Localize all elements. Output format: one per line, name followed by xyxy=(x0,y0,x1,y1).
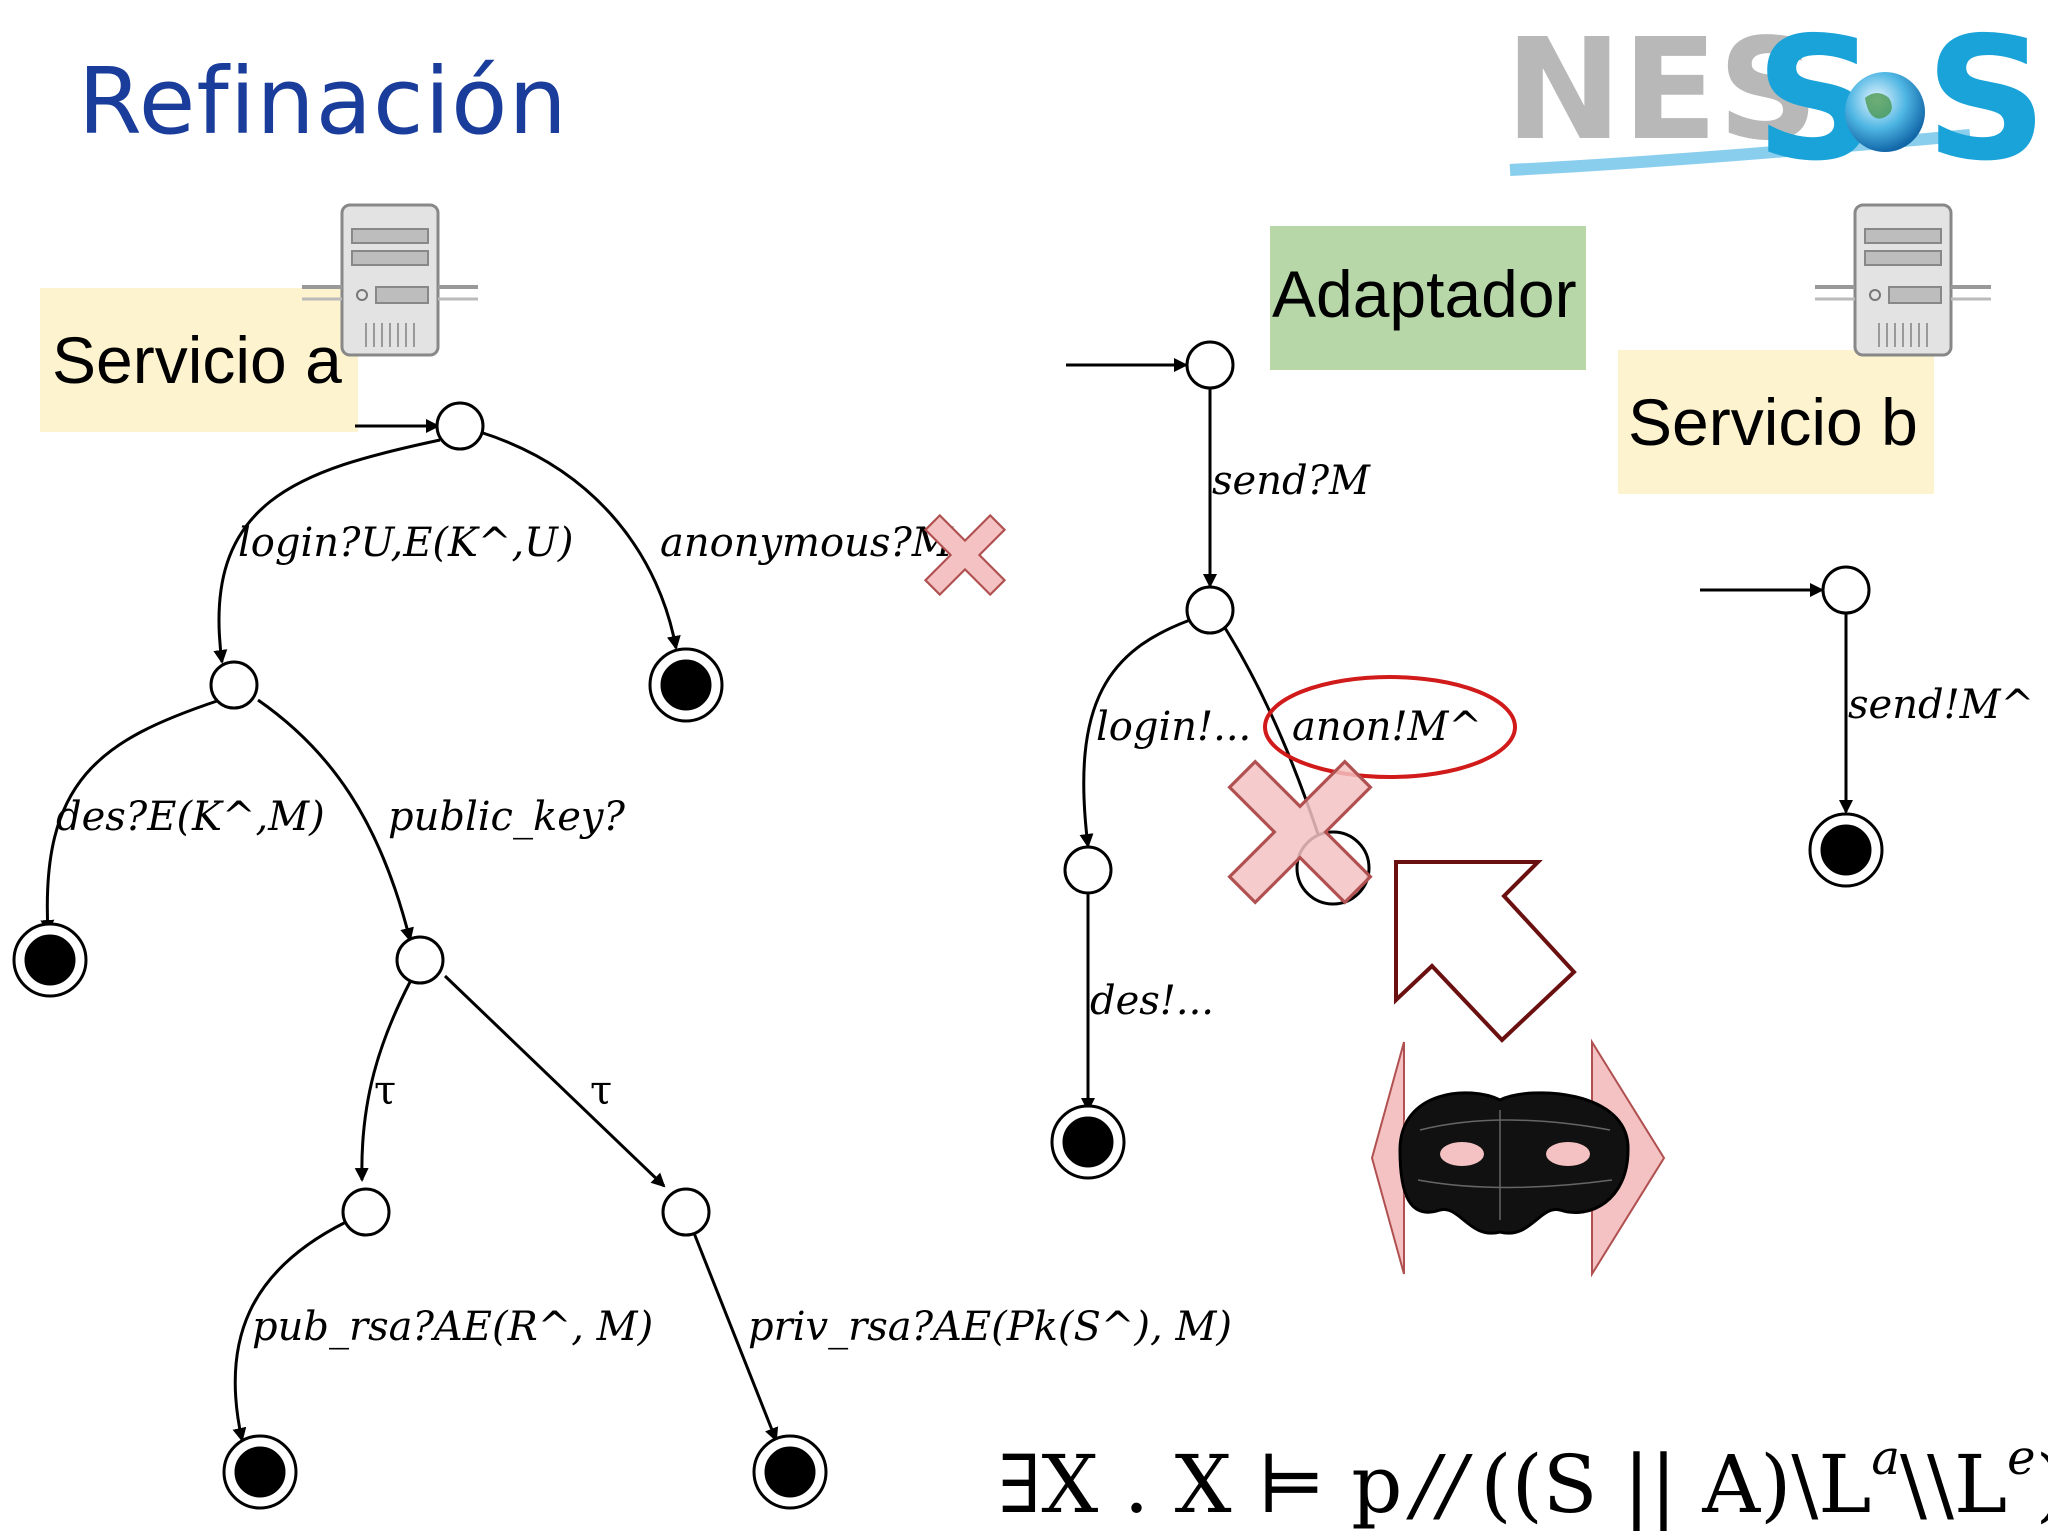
edge-label-des: des?E(K^,M) xyxy=(56,794,325,840)
final-state-b xyxy=(1808,812,1884,888)
state-a4 xyxy=(661,1187,711,1237)
svg-text:∃X . X ⊨ p//((S || A)\La\\Le): ∃X . X ⊨ p//((S || A)\La\\Le) xyxy=(998,1430,2048,1531)
service-b-automaton xyxy=(1700,583,1853,814)
formula-lhs: ∃X . X ⊨ p xyxy=(998,1438,1402,1531)
edge-label-tau1: τ xyxy=(374,1068,396,1114)
formula-mid2: \\L xyxy=(1900,1438,2007,1531)
edge-label-tau2: τ xyxy=(590,1068,612,1114)
formula-slashes: // xyxy=(1405,1438,1473,1531)
mask-icon xyxy=(1370,1038,1666,1278)
logo-text-s2: S xyxy=(1925,20,2040,180)
formula-sup-a: a xyxy=(1871,1430,1900,1486)
server-icon-a xyxy=(300,203,480,357)
server-icon-b xyxy=(1813,203,1993,357)
state-a1 xyxy=(209,660,259,710)
state-a2 xyxy=(395,935,445,985)
adapter-label: Adaptador xyxy=(1270,226,1586,370)
final-state-a-anon xyxy=(648,647,724,723)
state-ad0 xyxy=(1185,340,1235,390)
edge-label-send-out: send!M^ xyxy=(1848,682,2034,728)
nessos-logo: NES S S xyxy=(1505,20,2040,180)
edge-label-login-out: login!... xyxy=(1096,704,1251,750)
outline-arrow-icon xyxy=(1394,860,1577,1043)
final-state-a-priv xyxy=(752,1434,828,1510)
service-a-states xyxy=(12,401,828,1510)
edge-label-send-in: send?M xyxy=(1212,458,1371,504)
state-a0 xyxy=(435,401,485,451)
state-ad2 xyxy=(1063,845,1113,895)
edge-label-anonymous: anonymous?M xyxy=(660,520,954,566)
service-a-label: Servicio a xyxy=(40,288,358,432)
edge-label-des-out: des!... xyxy=(1090,978,1214,1024)
logo-text-nes: NES xyxy=(1505,20,1819,172)
service-a-automaton xyxy=(40,419,779,1442)
edge-label-public-key: public_key? xyxy=(388,794,625,840)
edge-label-pub-rsa: pub_rsa?AE(R^, M) xyxy=(252,1304,653,1350)
formula-mid: ((S || A)\L xyxy=(1480,1438,1871,1531)
formula-end: ) xyxy=(2035,1438,2048,1531)
formula: ∃X . X ⊨ p//((S || A)\La\\Le) xyxy=(998,1430,2048,1531)
edge-label-priv-rsa: priv_rsa?AE(Pk(S^), M) xyxy=(748,1304,1232,1350)
state-b0 xyxy=(1821,565,1871,615)
state-ad1 xyxy=(1185,585,1235,635)
edge-label-anon-out: anon!M^ xyxy=(1292,704,1482,750)
highlight-ellipse xyxy=(1263,675,1517,779)
state-a3 xyxy=(341,1187,391,1237)
final-state-ad xyxy=(1050,1104,1126,1180)
service-b-states xyxy=(1808,565,1884,888)
final-state-a-des xyxy=(12,922,88,998)
service-b-label: Servicio b xyxy=(1618,350,1934,494)
page-title: Refinación xyxy=(78,48,568,155)
edge-label-login: login?U,E(K^,U) xyxy=(238,520,573,566)
final-state-a-pub xyxy=(222,1434,298,1510)
formula-sup-e: e xyxy=(2007,1430,2035,1486)
